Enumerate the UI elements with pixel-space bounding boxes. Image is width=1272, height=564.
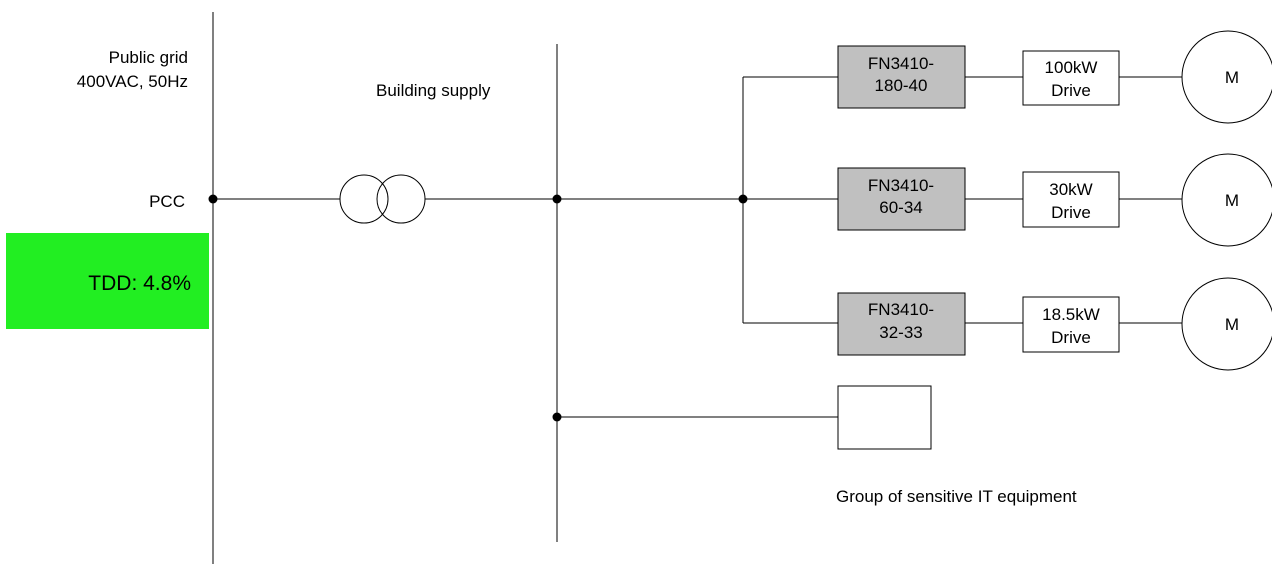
- pcc-label: PCC: [149, 192, 185, 211]
- drive-1-label-line1: 100kW: [1045, 58, 1098, 77]
- filter-3-box: [837, 292, 966, 356]
- motor-2-icon: [1181, 153, 1272, 247]
- filter-3-label-line2: 32-33: [879, 323, 922, 342]
- drive-2-label-line1: 30kW: [1049, 180, 1092, 199]
- grid-label-line1: Public grid: [109, 48, 188, 67]
- junction-dot-pcc: [208, 194, 218, 204]
- motor-2: M: [1181, 153, 1272, 247]
- building-supply-label: Building supply: [376, 81, 491, 100]
- drive-3-box: [1022, 296, 1120, 353]
- junction-dot-it-feed: [552, 412, 562, 422]
- motor-3-icon: [1181, 277, 1272, 371]
- filter-3-label-line1: FN3410-: [868, 300, 934, 319]
- filter-1-label-line2: 180-40: [875, 76, 928, 95]
- drive-2: 30kW Drive: [1022, 171, 1120, 228]
- drive-3: 18.5kW Drive: [1022, 296, 1120, 353]
- tdd-indicator: TDD: 4.8%: [6, 233, 209, 329]
- filter-2: FN3410- 60-34: [837, 167, 966, 231]
- filter-2-label-line2: 60-34: [879, 198, 922, 217]
- motor-1-label: M: [1225, 68, 1239, 87]
- drive-2-label-line2: Drive: [1051, 203, 1091, 222]
- junction-dot-drive-bus: [738, 194, 748, 204]
- it-equipment-box: [837, 385, 932, 450]
- drive-3-label-line1: 18.5kW: [1042, 305, 1100, 324]
- drive-1-box: [1022, 50, 1120, 106]
- filter-2-box: [837, 167, 966, 231]
- junction-dot-building-feed: [552, 194, 562, 204]
- filter-2-label-line1: FN3410-: [868, 176, 934, 195]
- motor-1: M: [1181, 30, 1272, 124]
- grid-label-line2: 400VAC, 50Hz: [77, 72, 188, 91]
- tdd-value: TDD: 4.8%: [88, 272, 191, 295]
- drive-1-label-line2: Drive: [1051, 81, 1091, 100]
- filter-1-label-line1: FN3410-: [868, 54, 934, 73]
- motor-3-label: M: [1225, 315, 1239, 334]
- drive-1: 100kW Drive: [1022, 50, 1120, 106]
- motor-3: M: [1181, 277, 1272, 371]
- it-equipment-label: Group of sensitive IT equipment: [836, 487, 1077, 506]
- filter-3: FN3410- 32-33: [837, 292, 966, 356]
- drive-3-label-line2: Drive: [1051, 328, 1091, 347]
- transformer-icon: [339, 174, 426, 224]
- tdd-box: [6, 233, 209, 329]
- drive-2-box: [1022, 171, 1120, 228]
- motor-2-label: M: [1225, 191, 1239, 210]
- filter-1: FN3410- 180-40: [837, 45, 966, 109]
- motor-1-icon: [1181, 30, 1272, 124]
